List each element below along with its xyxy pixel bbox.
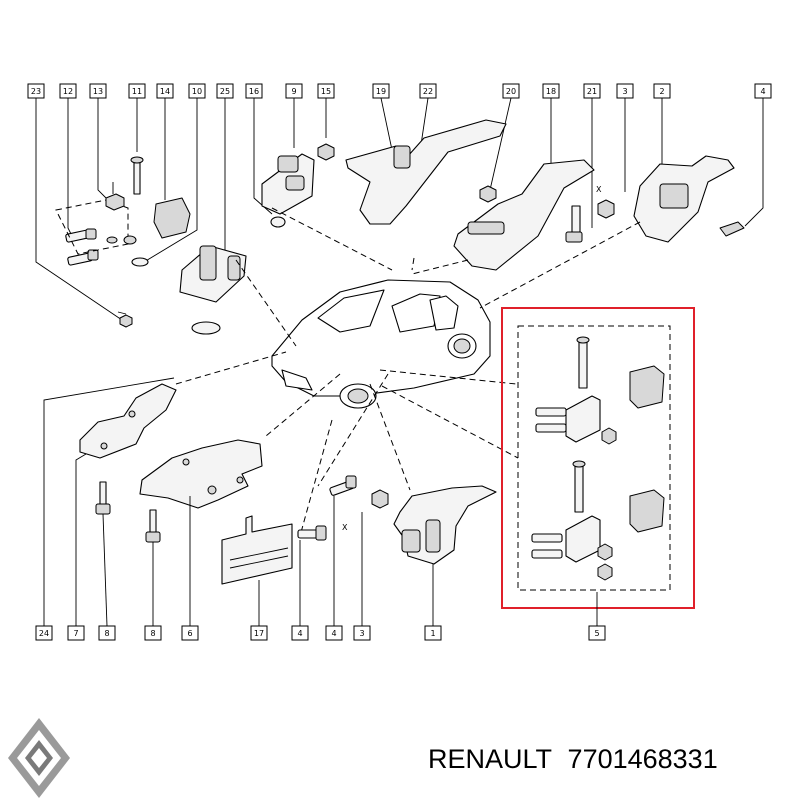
svg-text:19: 19 bbox=[376, 87, 386, 96]
svg-text:15: 15 bbox=[321, 87, 331, 96]
assembly-links bbox=[175, 207, 641, 537]
svg-text:13: 13 bbox=[93, 87, 103, 96]
brand-name: RENAULT bbox=[428, 744, 553, 774]
bolt-4b bbox=[329, 475, 357, 496]
svg-text:24: 24 bbox=[39, 629, 49, 638]
svg-text:12: 12 bbox=[63, 87, 73, 96]
svg-text:2: 2 bbox=[659, 87, 664, 96]
svg-text:23: 23 bbox=[31, 87, 41, 96]
washer-10 bbox=[106, 235, 149, 267]
svg-text:5: 5 bbox=[594, 629, 599, 638]
bolt-12b bbox=[67, 249, 99, 266]
bolt-12 bbox=[65, 228, 97, 243]
callout-12: 12 bbox=[59, 83, 77, 99]
hinge-plate-9 bbox=[261, 153, 315, 228]
callout-11: 11 bbox=[128, 83, 146, 99]
callout-21: 21 bbox=[583, 83, 601, 99]
callout-3b: 3 bbox=[353, 625, 371, 641]
callout-8: 8 bbox=[98, 625, 116, 641]
bolt-8a bbox=[95, 481, 111, 515]
car-illustration bbox=[271, 279, 491, 409]
svg-text:4: 4 bbox=[331, 629, 336, 638]
door-check-1 bbox=[393, 485, 497, 565]
callout-8b: 8 bbox=[144, 625, 162, 641]
bottom-callouts: 24 7 8 8 6 17 4 4 3 1 5 bbox=[35, 625, 606, 641]
callout-25: 25 bbox=[216, 83, 234, 99]
callout-4a: 4 bbox=[291, 625, 309, 641]
svg-text:8: 8 bbox=[104, 629, 109, 638]
callout-5: 5 bbox=[588, 625, 606, 641]
callout-6: 6 bbox=[181, 625, 199, 641]
pin-11 bbox=[112, 156, 144, 195]
svg-text:X: X bbox=[596, 185, 602, 194]
callout-2: 2 bbox=[653, 83, 671, 99]
svg-text:9: 9 bbox=[291, 87, 296, 96]
callout-23: 23 bbox=[27, 83, 45, 99]
top-callouts: 23 12 13 11 14 10 25 16 9 15 19 22 20 18… bbox=[27, 83, 772, 99]
pad-14 bbox=[153, 197, 191, 239]
part-caption: RENAULT 7701468331 bbox=[428, 744, 718, 775]
nut-15 bbox=[317, 143, 335, 161]
callout-17: 17 bbox=[250, 625, 268, 641]
trim-panel-17 bbox=[221, 515, 293, 585]
hinge-25 bbox=[179, 245, 247, 335]
svg-text:X: X bbox=[342, 523, 348, 532]
bolt-21 bbox=[565, 205, 583, 243]
nut-3 bbox=[597, 199, 615, 219]
callout-16: 16 bbox=[245, 83, 263, 99]
svg-text:11: 11 bbox=[132, 87, 142, 96]
callout-15: 15 bbox=[317, 83, 335, 99]
svg-text:18: 18 bbox=[546, 87, 556, 96]
bottom-leader-lines bbox=[43, 377, 598, 627]
nut-3b bbox=[371, 489, 389, 509]
svg-text:22: 22 bbox=[423, 87, 433, 96]
callout-7: 7 bbox=[67, 625, 85, 641]
callout-4b: 4 bbox=[325, 625, 343, 641]
svg-text:4: 4 bbox=[297, 629, 302, 638]
hinge-arm-18 bbox=[453, 159, 595, 271]
bolt-8b bbox=[145, 509, 161, 543]
svg-text:1: 1 bbox=[430, 629, 435, 638]
svg-text:14: 14 bbox=[160, 87, 170, 96]
svg-text:20: 20 bbox=[506, 87, 516, 96]
bolt-4 bbox=[297, 525, 327, 541]
svg-text:21: 21 bbox=[587, 87, 597, 96]
callout-22: 22 bbox=[419, 83, 437, 99]
svg-text:3: 3 bbox=[359, 629, 364, 638]
hinge-plate-7 bbox=[79, 383, 177, 459]
svg-text:25: 25 bbox=[220, 87, 230, 96]
callout-18: 18 bbox=[542, 83, 560, 99]
renault-diamond-logo-icon bbox=[8, 718, 70, 798]
svg-text:3: 3 bbox=[622, 87, 627, 96]
callout-20: 20 bbox=[502, 83, 520, 99]
callout-4: 4 bbox=[754, 83, 772, 99]
highlight-item-5 bbox=[501, 307, 695, 609]
svg-text:17: 17 bbox=[254, 629, 264, 638]
callout-3: 3 bbox=[616, 83, 634, 99]
svg-text:6: 6 bbox=[187, 629, 192, 638]
callout-13: 13 bbox=[89, 83, 107, 99]
svg-text:4: 4 bbox=[760, 87, 765, 96]
callout-24: 24 bbox=[35, 625, 53, 641]
bracket-13 bbox=[55, 193, 129, 255]
svg-text:8: 8 bbox=[150, 629, 155, 638]
x-marks: X X bbox=[342, 185, 602, 532]
callout-1: 1 bbox=[424, 625, 442, 641]
callout-14: 14 bbox=[156, 83, 174, 99]
callout-10: 10 bbox=[188, 83, 206, 99]
svg-text:7: 7 bbox=[73, 629, 78, 638]
hinge-plate-6 bbox=[139, 439, 263, 509]
svg-text:10: 10 bbox=[192, 87, 202, 96]
part-number: 7701468331 bbox=[567, 744, 718, 774]
door-check-2 bbox=[633, 155, 745, 243]
svg-text:16: 16 bbox=[249, 87, 259, 96]
callout-9: 9 bbox=[285, 83, 303, 99]
hinge-arm-19 bbox=[345, 119, 507, 225]
callout-19: 19 bbox=[372, 83, 390, 99]
screw-23 bbox=[117, 311, 133, 328]
